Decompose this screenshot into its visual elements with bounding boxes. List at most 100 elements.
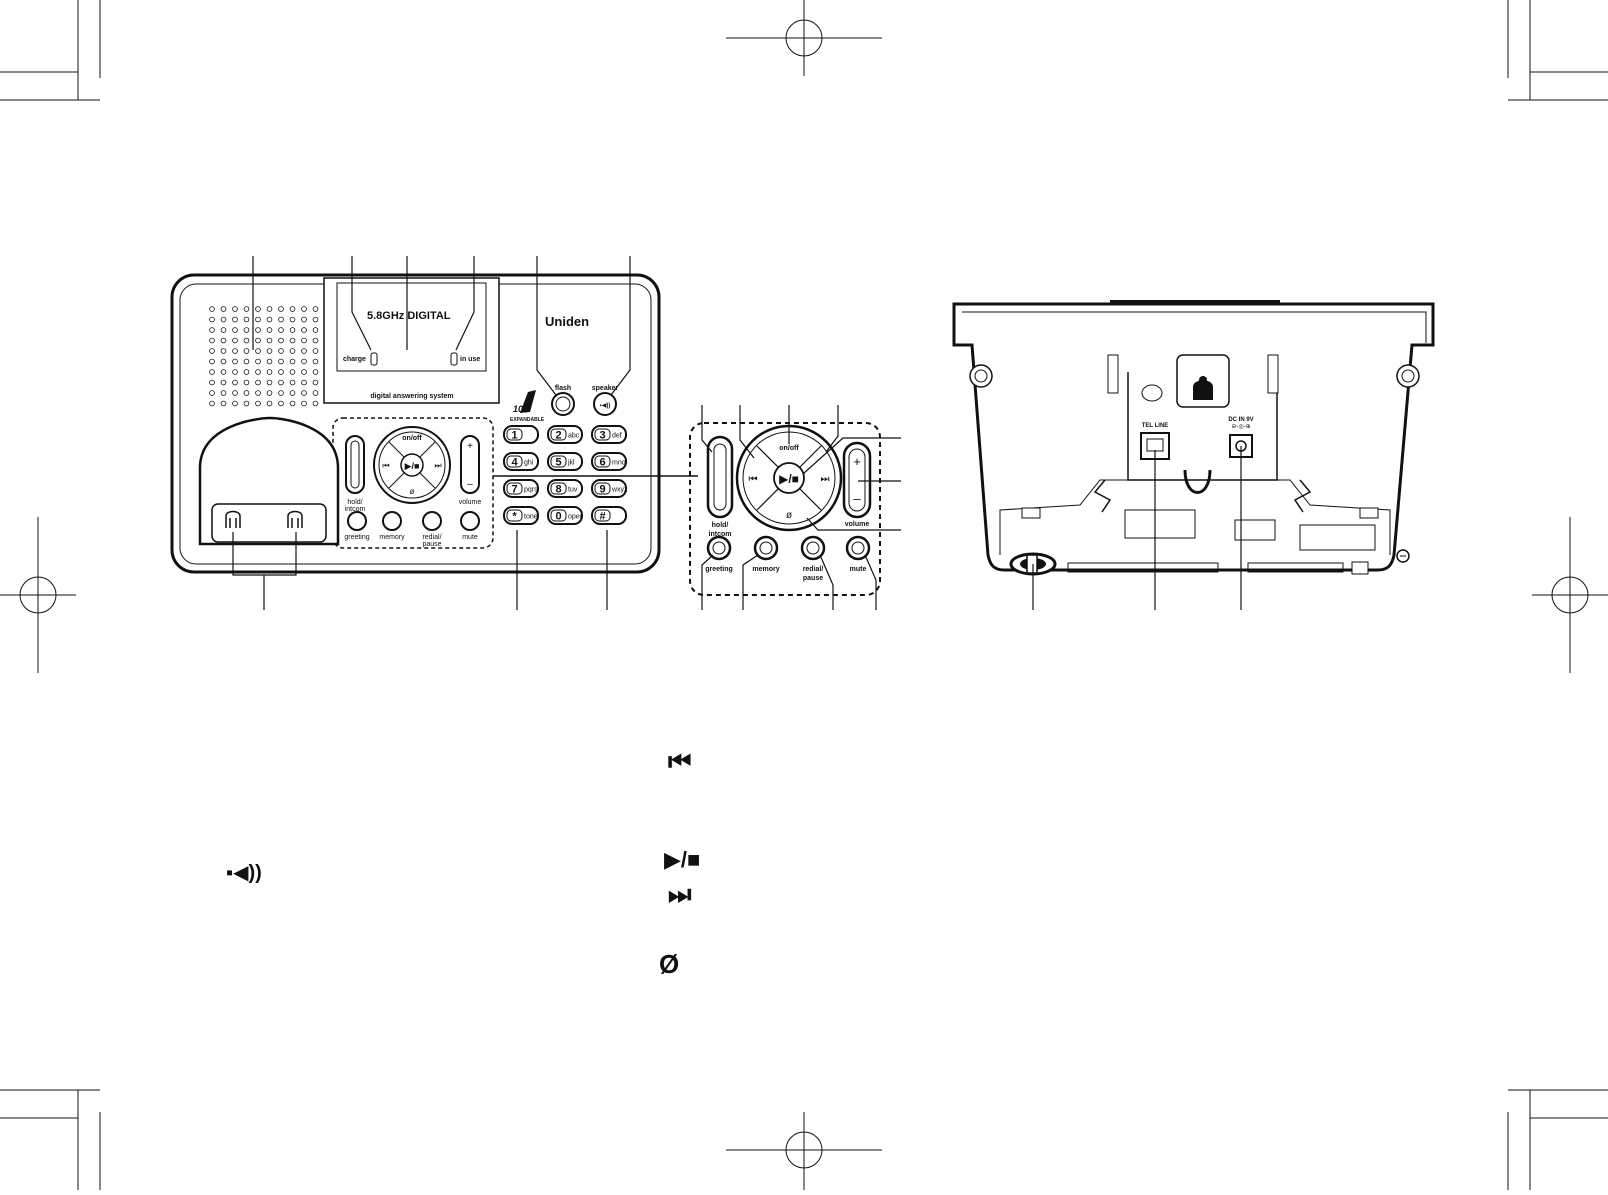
back-rail-right [1247, 562, 1344, 573]
keypad-key[interactable]: 6 mno [591, 452, 627, 471]
detail-greeting-button[interactable] [706, 535, 732, 561]
keypad-key-body[interactable] [503, 452, 539, 471]
keypad-key-body[interactable] [547, 506, 583, 525]
nav-delete[interactable]: ø [410, 487, 415, 496]
detail-volume-rocker[interactable] [842, 441, 872, 519]
nav-skip-back[interactable]: ⏮ [382, 461, 389, 470]
keypad-key-body[interactable] [547, 479, 583, 498]
keypad-key-body[interactable] [591, 479, 627, 498]
back-screw-boss [1141, 384, 1163, 402]
detail-nav-skip-back[interactable]: ⏮ [749, 474, 758, 485]
nav-on-off[interactable]: on/off [402, 435, 422, 442]
speaker-grille-hole [278, 316, 284, 323]
keypad-digit: 4 [511, 457, 518, 469]
keypad-key-body[interactable] [503, 506, 539, 525]
display-window [336, 282, 487, 372]
keypad-digit: 3 [599, 430, 605, 442]
speaker-grille-hole [232, 306, 238, 312]
speaker-grille-hole [312, 316, 319, 323]
speaker-grille-hole [243, 390, 250, 396]
speaker-grille-hole [232, 400, 238, 407]
detail-nav-center-button[interactable] [773, 462, 805, 494]
back-rail-left [1067, 562, 1219, 573]
hold-intcom-button[interactable] [345, 435, 365, 494]
front-nav-cluster: on/off ⏮ ⏭ ▶/■ ø [373, 426, 451, 504]
dc-in-label: DC IN 9V [1228, 417, 1253, 423]
detail-memory-button[interactable] [753, 535, 779, 561]
speaker-grille-hole [209, 316, 215, 323]
speaker-grille-hole [209, 379, 215, 386]
speaker-grille-hole [220, 379, 227, 386]
charge-led [370, 352, 378, 366]
speaker-grille-hole [278, 390, 284, 396]
base-front-view: 5.8GHz DIGITAL digital answering system … [170, 256, 698, 610]
nav-center-button[interactable] [400, 453, 424, 477]
speaker-grille-hole [232, 379, 238, 386]
keypad-key-body[interactable] [547, 425, 583, 444]
greeting-button[interactable] [347, 511, 367, 531]
keypad-key-body[interactable] [503, 425, 539, 444]
speaker-grille-hole [232, 358, 238, 365]
keypad-key-body[interactable] [547, 452, 583, 471]
memory-button[interactable] [382, 511, 402, 531]
speaker-grille-hole [243, 400, 250, 407]
flash-button[interactable] [551, 392, 575, 416]
redial-pause-button[interactable] [422, 511, 442, 531]
speaker-grille-hole [266, 327, 273, 333]
keypad-letters: pqrs [524, 487, 538, 494]
detail-nav-cluster: on/off ⏮ ⏭ ▶/■ ø [735, 424, 843, 532]
cord-channels [1093, 479, 1312, 513]
mute-button[interactable] [460, 511, 480, 531]
keypad-key-digit-box [550, 428, 567, 441]
expandable-label: EXPANDABLE [510, 417, 545, 423]
keypad-key-body[interactable] [591, 452, 627, 471]
speaker-grille-hole [289, 327, 296, 333]
keypad-key[interactable]: # [591, 506, 627, 525]
volume-rocker[interactable] [460, 435, 480, 494]
detail-nav-on-off[interactable]: on/off [779, 445, 799, 452]
speaker-grille-hole [255, 358, 261, 365]
tel-line-label: TEL LINE [1142, 423, 1169, 429]
nav-skip-fwd[interactable]: ⏭ [434, 461, 441, 470]
keypad-key-body[interactable] [503, 479, 539, 498]
handset-cradle [198, 416, 340, 546]
detail-nav-skip-fwd[interactable]: ⏭ [821, 474, 830, 485]
speaker-grille-hole [209, 358, 215, 365]
back-housing-inner-edge [962, 311, 1427, 343]
keypad-key-body[interactable] [591, 506, 627, 525]
detail-mute-button[interactable] [845, 535, 871, 561]
speaker-grille-hole [289, 316, 296, 323]
keypad-digit: 5 [555, 457, 561, 469]
keypad-digit: 6 [599, 457, 605, 469]
greeting-label: greeting [344, 534, 369, 541]
detail-hold-intcom-button[interactable] [706, 435, 734, 519]
speaker-grille-hole [289, 337, 296, 344]
speaker-grille-hole [289, 390, 296, 396]
speaker-grille-hole [243, 348, 250, 354]
back-vent-center [1234, 519, 1276, 541]
keypad-key-digit-box [506, 455, 523, 468]
keypad-key-digit-box [594, 509, 611, 522]
charging-contact-right [287, 510, 303, 528]
detail-redial-pause-button[interactable] [800, 535, 826, 561]
speaker-grille [209, 306, 319, 407]
keypad-digit: 2 [555, 430, 561, 442]
keypad-letters: mno [612, 460, 626, 467]
keypad-key[interactable]: *tone [503, 506, 539, 525]
keypad-key-body[interactable] [591, 425, 627, 444]
speaker-button[interactable] [593, 392, 617, 416]
detail-nav-delete[interactable]: ø [786, 510, 792, 521]
speaker-grille-hole [312, 306, 319, 312]
keypad-key[interactable]: 1 [503, 425, 539, 444]
speaker-grille-hole [312, 369, 319, 375]
speaker-grille-hole [312, 379, 319, 386]
